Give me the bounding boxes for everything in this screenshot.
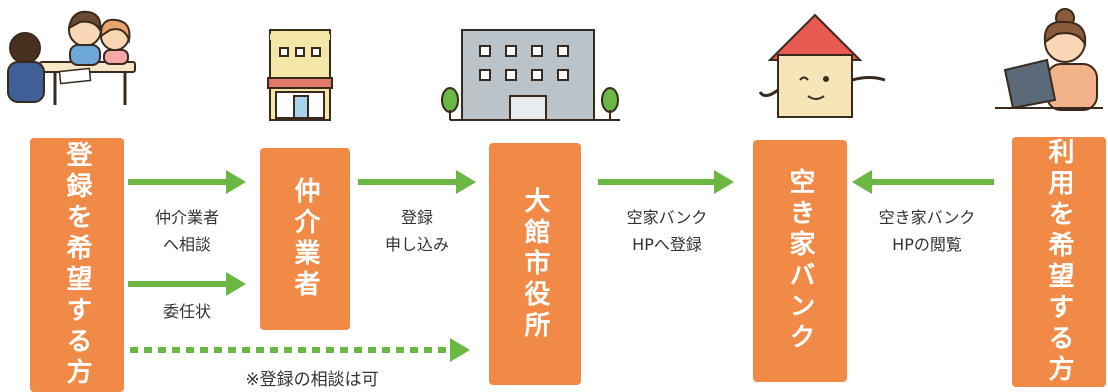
applicant-box: 登録を希望する方 bbox=[30, 138, 124, 392]
laptop-user-icon bbox=[995, 8, 1103, 111]
arrow-user-to-bank bbox=[852, 170, 994, 194]
house-character-icon bbox=[758, 13, 886, 118]
dotted-arrow-consult bbox=[130, 338, 470, 362]
consultation-people-icon bbox=[7, 10, 136, 105]
city-hall-box: 大館市役所 bbox=[489, 143, 581, 385]
consult-note: ※登録の相談は可 bbox=[245, 370, 379, 390]
arrow-city-to-bank bbox=[598, 170, 734, 194]
user-label: 利用を希望する方 bbox=[1044, 138, 1074, 386]
arrow-mandate bbox=[128, 272, 246, 296]
akiya-bank-label: 空き家バンク bbox=[785, 168, 815, 354]
akiya-bank-box: 空き家バンク bbox=[753, 140, 847, 382]
broker-shop-icon bbox=[267, 29, 333, 121]
arrow-broker-to-city bbox=[358, 170, 476, 194]
register-hp-label: 空家バンク HPへ登録 bbox=[626, 208, 708, 254]
arrow-applicant-to-broker bbox=[128, 170, 246, 194]
apply-label: 登録 申し込み bbox=[384, 208, 450, 254]
broker-label: 仲介業者 bbox=[290, 177, 320, 301]
browse-hp-label: 空き家バンク HPの閲覧 bbox=[878, 208, 976, 254]
applicant-label: 登録を希望する方 bbox=[62, 141, 92, 389]
broker-box: 仲介業者 bbox=[260, 148, 350, 330]
city-hall-building-icon bbox=[441, 29, 620, 121]
mandate-label: 委任状 bbox=[162, 302, 212, 321]
user-box: 利用を希望する方 bbox=[1012, 137, 1106, 387]
consult-label: 仲介業者 へ相談 bbox=[154, 208, 220, 254]
city-hall-label: 大館市役所 bbox=[520, 186, 550, 342]
